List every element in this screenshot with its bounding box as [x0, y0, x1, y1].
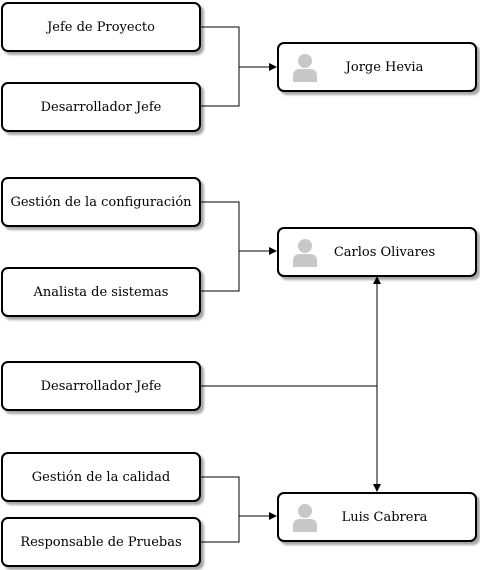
role-analista-sistemas: Analista de sistemas — [1, 267, 201, 317]
role-jefe-proyecto: Jefe de Proyecto — [1, 2, 201, 52]
person-carlos-olivares: Carlos Olivares — [277, 227, 477, 277]
role-gestion-calidad: Gestión de la calidad — [1, 452, 201, 502]
person-jorge-hevia: Jorge Hevia — [277, 42, 477, 92]
role-responsable-pruebas: Responsable de Pruebas — [1, 517, 201, 567]
connector-desarrollador-jefe-1 — [201, 67, 240, 107]
role-label: Desarrollador Jefe — [40, 378, 162, 394]
user-avatar-icon — [293, 239, 317, 267]
connector-responsable-pruebas — [201, 516, 240, 543]
connector-gestion-configuracion — [201, 201, 240, 251]
connector-gestion-calidad — [201, 476, 240, 516]
role-label: Analista de sistemas — [33, 284, 169, 300]
connector-jefe-proyecto — [201, 26, 240, 67]
role-label: Desarrollador Jefe — [40, 99, 162, 115]
role-label: Gestión de la configuración — [10, 194, 192, 210]
connector-analista — [201, 251, 240, 292]
user-avatar-icon — [293, 504, 317, 532]
role-desarrollador-jefe-1: Desarrollador Jefe — [1, 82, 201, 132]
person-name: Carlos Olivares — [333, 244, 436, 260]
person-name: Luis Cabrera — [341, 509, 428, 525]
user-avatar-icon — [293, 54, 317, 82]
role-label: Gestión de la calidad — [31, 469, 171, 485]
role-gestion-configuracion: Gestión de la configuración — [1, 177, 201, 227]
person-luis-cabrera: Luis Cabrera — [277, 492, 477, 542]
role-desarrollador-jefe-2: Desarrollador Jefe — [1, 361, 201, 411]
role-label: Responsable de Pruebas — [20, 534, 182, 550]
role-label: Jefe de Proyecto — [47, 19, 155, 35]
person-name: Jorge Hevia — [345, 59, 424, 75]
